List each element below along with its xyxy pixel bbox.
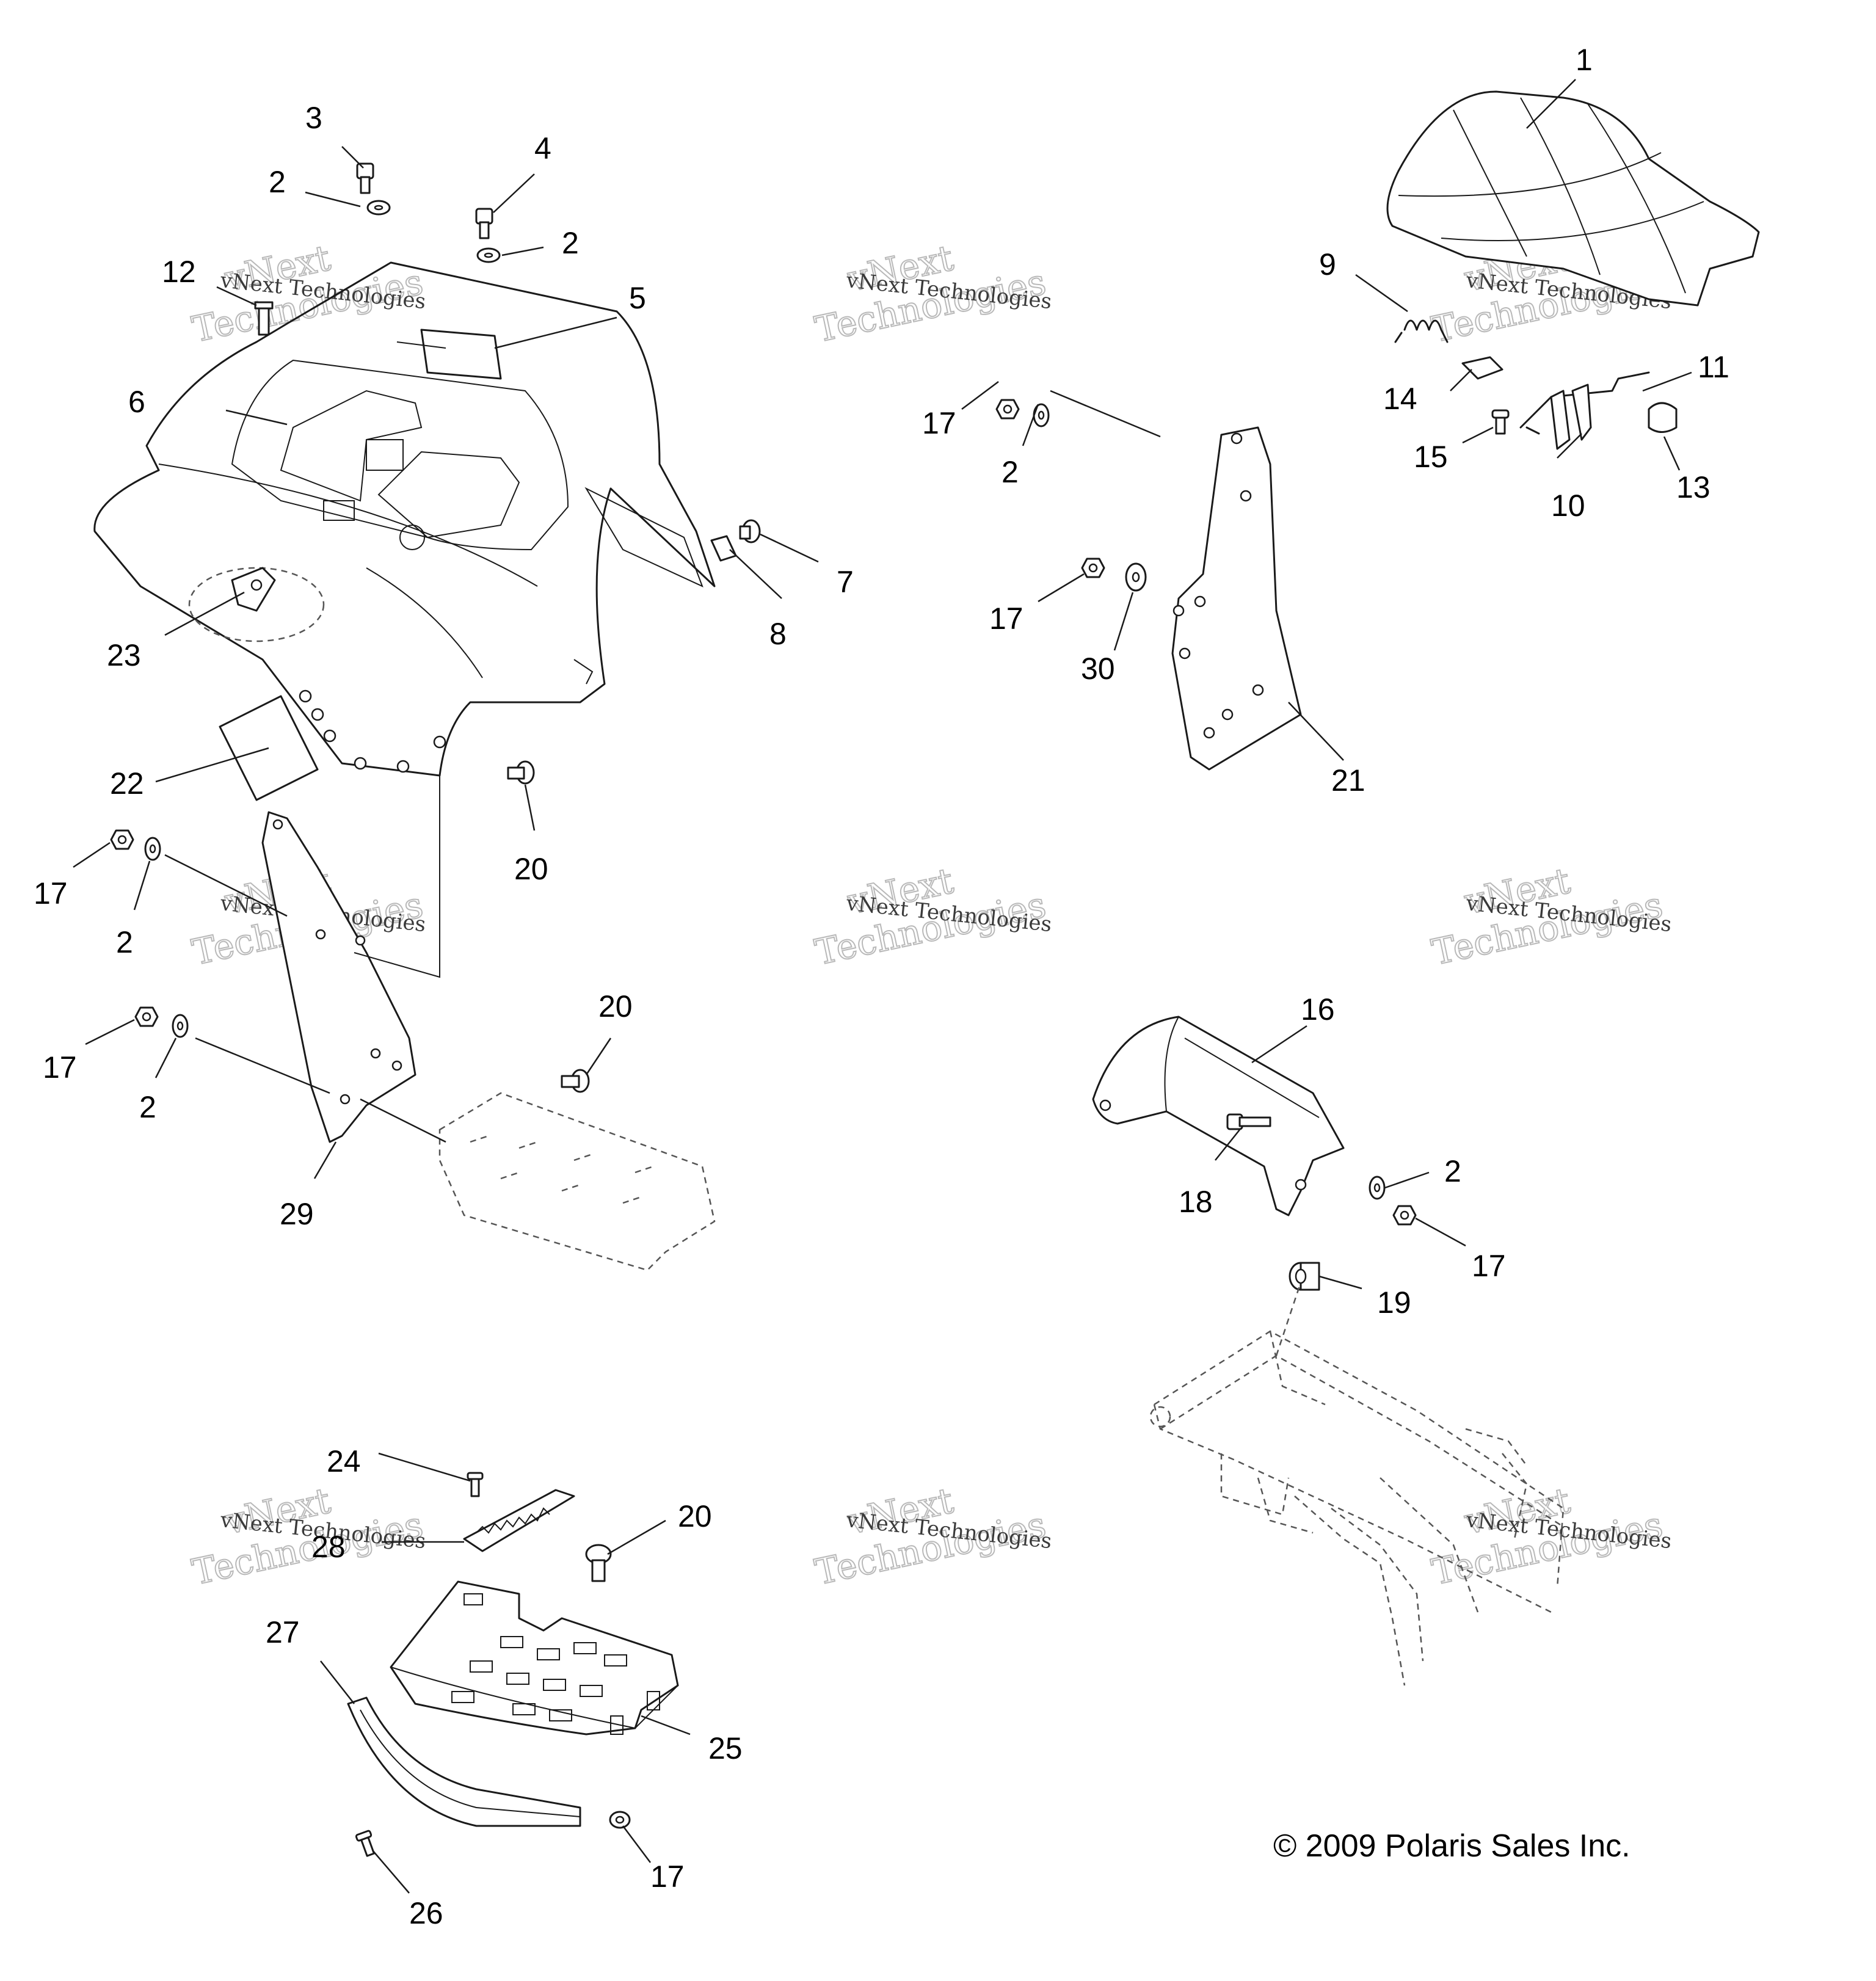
screw-part-20-flap — [561, 1069, 590, 1093]
callout-29: 29 — [280, 1197, 314, 1231]
footrest-part-25 — [390, 1580, 679, 1736]
callout-11: 11 — [1698, 350, 1729, 384]
callout-24: 24 — [327, 1444, 361, 1478]
bumper-part-13 — [1648, 402, 1678, 433]
latch-plate-part-14 — [1461, 356, 1503, 380]
callout-3: 3 — [305, 101, 322, 135]
bolt-part-4 — [475, 208, 493, 239]
rivet-part-15 — [1491, 409, 1510, 435]
callout-10: 10 — [1551, 489, 1585, 523]
decal-part-22 — [219, 695, 319, 801]
callout-13: 13 — [1676, 470, 1711, 504]
latch-part-10-11 — [1519, 371, 1650, 450]
callout-20: 20 — [598, 989, 633, 1023]
callout-19: 19 — [1377, 1285, 1411, 1320]
callout-2: 2 — [1444, 1154, 1461, 1188]
bracket-part-28 — [463, 1489, 575, 1552]
screw-part-26 — [355, 1830, 375, 1857]
washer-part-2-left-b — [172, 1014, 189, 1038]
mud-flap-part-29 — [261, 776, 440, 1143]
frame-ghost — [1149, 1282, 1565, 1686]
callout-17: 17 — [922, 406, 956, 440]
mud-flap-part-21 — [1171, 426, 1302, 771]
callout-21: 21 — [1331, 763, 1365, 798]
callout-1: 1 — [1576, 43, 1593, 77]
callout-4: 4 — [534, 131, 551, 165]
callout-26: 26 — [409, 1896, 443, 1930]
callout-20: 20 — [678, 1499, 712, 1533]
spring-part-9 — [1394, 319, 1449, 343]
washer-part-2-right-a — [1033, 403, 1050, 427]
copyright-text: © 2009 Polaris Sales Inc. — [1273, 1828, 1631, 1864]
callout-12: 12 — [162, 255, 196, 289]
bolt-part-24 — [467, 1472, 484, 1497]
callout-labels: 1 3 2 4 2 5 12 6 7 8 23 22 20 17 2 20 17… — [34, 43, 1729, 1930]
callout-2: 2 — [116, 925, 133, 959]
callout-17: 17 — [34, 876, 68, 911]
nut-part-17-left-a — [110, 829, 134, 850]
nut-part-17-left-b — [134, 1006, 159, 1027]
decal-part-5 — [420, 329, 502, 380]
footrest-ghost — [438, 1092, 716, 1271]
screw-part-7 — [739, 519, 761, 543]
callout-17: 17 — [43, 1050, 77, 1085]
callout-2: 2 — [1002, 455, 1019, 489]
callout-7: 7 — [837, 565, 854, 599]
callout-8: 8 — [769, 617, 787, 651]
nut-part-17-shield — [1392, 1205, 1417, 1226]
clip-part-8 — [710, 535, 737, 562]
callout-18: 18 — [1179, 1185, 1213, 1219]
callout-17: 17 — [989, 602, 1023, 636]
callout-2: 2 — [269, 165, 286, 199]
callout-16: 16 — [1301, 992, 1335, 1027]
callout-17: 17 — [1472, 1249, 1506, 1283]
washer-part-2-left-a — [144, 837, 161, 861]
callout-6: 6 — [128, 385, 145, 419]
callout-2: 2 — [562, 226, 579, 260]
callout-20: 20 — [514, 852, 548, 886]
callout-23: 23 — [107, 638, 141, 672]
screw-part-20-footrest — [585, 1544, 612, 1582]
washer-part-30 — [1125, 562, 1147, 592]
callout-9: 9 — [1319, 247, 1336, 282]
callout-27: 27 — [266, 1615, 300, 1649]
screw-part-20-fender — [507, 760, 535, 785]
callout-2: 2 — [139, 1090, 156, 1124]
rear-fender-part-6 — [93, 261, 716, 777]
washer-part-2-top-left — [366, 200, 391, 216]
bolt-part-18 — [1226, 1113, 1271, 1130]
callout-28: 28 — [311, 1530, 346, 1564]
callout-17: 17 — [650, 1859, 685, 1894]
callout-14: 14 — [1383, 382, 1417, 416]
callout-22: 22 — [110, 766, 144, 801]
seat-part-1 — [1386, 90, 1760, 307]
bolt-part-3 — [356, 162, 374, 194]
callout-25: 25 — [708, 1731, 743, 1765]
nut-part-17-footrest — [609, 1811, 631, 1829]
spacer-part-19 — [1289, 1262, 1320, 1291]
callout-15: 15 — [1414, 440, 1448, 474]
washer-part-2-shield — [1369, 1176, 1386, 1200]
nut-part-17-right-b — [1081, 558, 1105, 578]
nut-part-17-right-a — [995, 399, 1020, 420]
callout-5: 5 — [629, 281, 646, 315]
rubber-strip-part-27 — [347, 1696, 581, 1827]
leader-lines — [73, 79, 1692, 1894]
callout-30: 30 — [1081, 652, 1115, 686]
heat-shield-part-16 — [1092, 1016, 1345, 1216]
washer-part-2-top-mid — [476, 247, 501, 263]
